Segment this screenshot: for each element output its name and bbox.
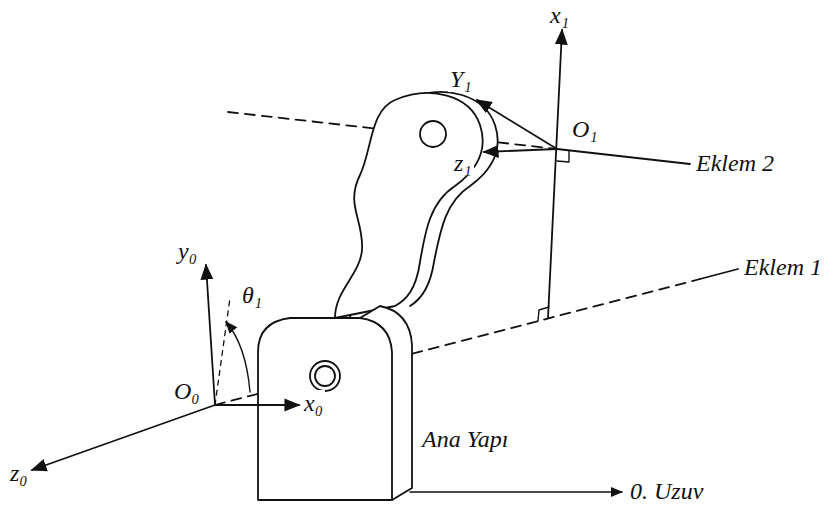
joint1-hole [310,361,340,391]
part-pointer [410,491,622,492]
axis-label: z₀ [8,460,30,486]
x0-axis [215,404,299,406]
part-label: 0. Uzuv [628,478,705,504]
joint2-hole [420,121,446,147]
angle-label: θ₁ [240,282,264,308]
right-angle-mark [557,151,569,162]
theta-arc [226,322,250,392]
y0-axis [206,265,215,405]
theta-reference [215,298,230,405]
right-angle-mark [538,307,549,321]
origin-label: O₁ [570,116,600,142]
axis-label: x₀ [302,390,325,416]
axis-label: x₁ [548,2,571,28]
axis-label: z₁ [452,150,474,176]
link-front-outline [335,93,483,318]
x1-axis [548,30,562,318]
joint-label: Eklem 1 [742,254,824,280]
joint-label: Eklem 2 [694,150,776,176]
part-label: Ana Yapı [420,426,510,452]
base-front [258,318,392,500]
axis-label: y₀ [176,238,199,264]
z1-axis [484,149,557,152]
z0-axis [32,405,215,470]
joint1-axis [700,269,738,279]
joint1-hole [315,366,335,386]
y1-axis [477,100,557,149]
axis-label: Y₁ [448,66,474,92]
joint2-axis [557,149,690,164]
origin-label: O₀ [172,378,202,404]
